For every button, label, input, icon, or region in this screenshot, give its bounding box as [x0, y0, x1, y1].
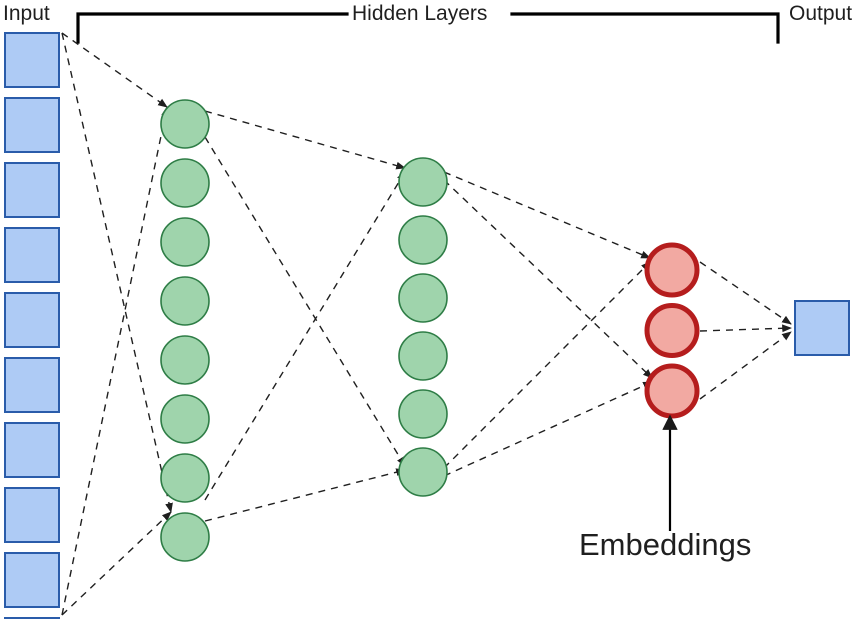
edge-hidden2-to-embeddings	[443, 381, 653, 477]
hidden-node	[398, 447, 448, 497]
edge-hidden1-to-hidden2	[204, 136, 406, 467]
hidden-node	[160, 99, 210, 149]
edge-input-to-hidden1	[61, 32, 173, 513]
hidden-node	[160, 276, 210, 326]
hidden-node	[398, 331, 448, 381]
hidden-node	[160, 453, 210, 503]
hidden-node	[398, 273, 448, 323]
output-node	[794, 300, 850, 356]
edge-hidden2-to-embeddings	[443, 171, 651, 259]
output-layer-label: Output	[789, 2, 853, 25]
embedding-node	[644, 363, 700, 419]
embedding-node	[644, 242, 700, 298]
hidden-node	[398, 215, 448, 265]
edge-input-to-hidden1	[61, 32, 168, 108]
hidden-node	[160, 512, 210, 562]
edge-embeddings-to-output	[699, 331, 792, 400]
hidden-layers-label: Hidden Layers	[352, 2, 488, 25]
edge-hidden2-to-embeddings	[443, 261, 651, 469]
hidden-node	[160, 394, 210, 444]
connection-edges	[61, 32, 792, 616]
input-node	[4, 227, 60, 283]
edge-hidden2-to-embeddings	[443, 179, 653, 379]
edge-embeddings-to-output	[699, 261, 792, 325]
edge-embeddings-to-output	[699, 324, 792, 333]
input-node	[4, 162, 60, 218]
hidden-node	[398, 389, 448, 439]
hidden-node	[160, 335, 210, 385]
input-node	[4, 552, 60, 608]
hidden-node	[160, 217, 210, 267]
hidden-node	[398, 157, 448, 207]
edge-hidden1-to-hidden2	[204, 110, 406, 170]
bracket-right-segment	[510, 12, 780, 44]
hidden-node	[160, 158, 210, 208]
input-node	[4, 97, 60, 153]
input-node	[4, 292, 60, 348]
input-node	[4, 357, 60, 413]
input-node	[4, 487, 60, 543]
input-node	[4, 422, 60, 478]
input-node	[4, 32, 60, 88]
edge-input-to-hidden1	[61, 511, 172, 616]
input-layer-label: Input	[3, 2, 50, 25]
embedding-node	[644, 303, 700, 358]
edge-hidden1-to-hidden2	[204, 171, 406, 501]
edge-input-to-hidden1	[61, 106, 170, 616]
hidden-layers-bracket	[76, 12, 780, 44]
layer-nodes	[4, 32, 850, 619]
embeddings-annotation-label: Embeddings	[579, 527, 752, 562]
bracket-left-segment	[76, 12, 349, 44]
edge-hidden1-to-hidden2	[204, 468, 406, 522]
